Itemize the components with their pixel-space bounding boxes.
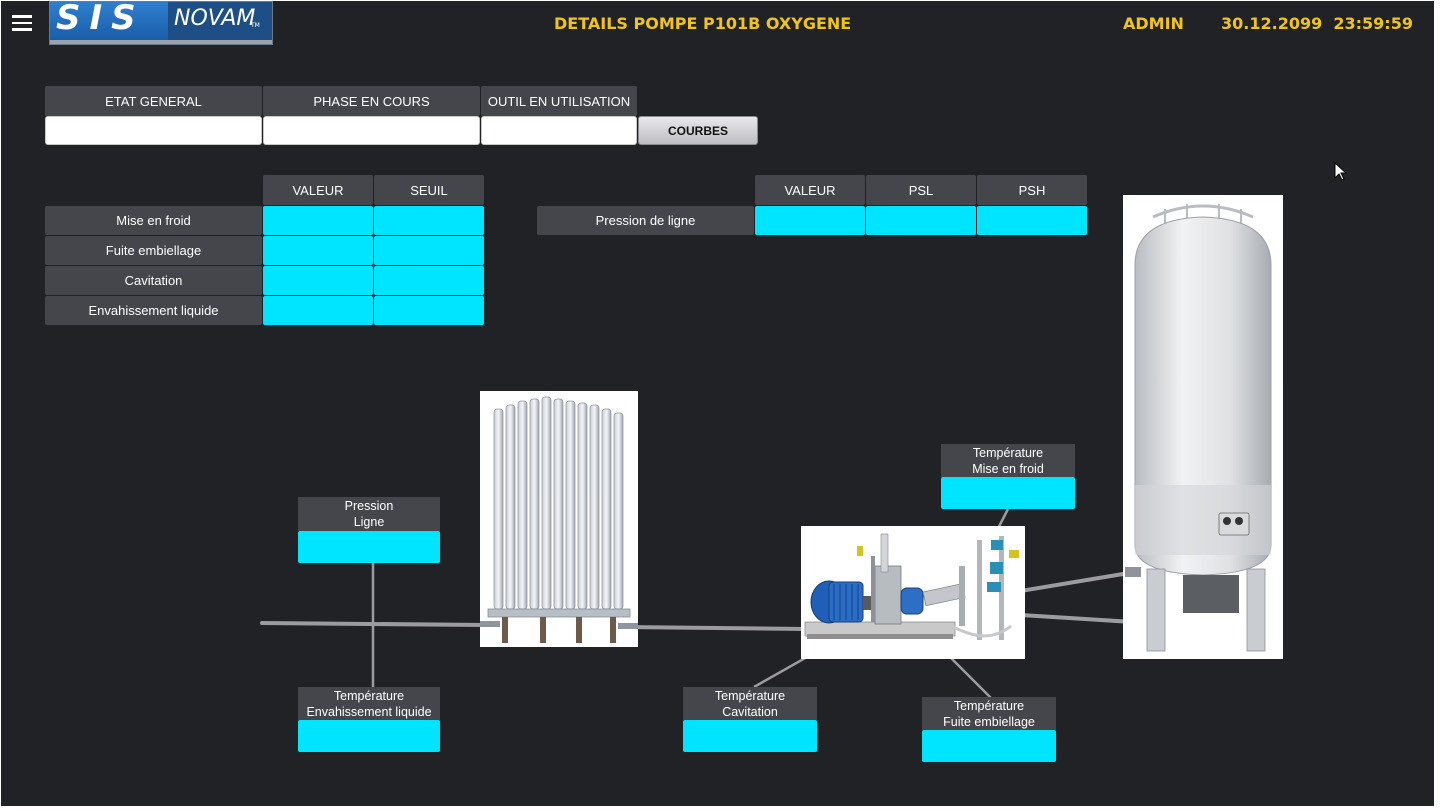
sensor-title-line2: Fuite embiellage (943, 715, 1035, 729)
pression-de-ligne-psh (977, 206, 1087, 235)
datetime: 30.12.2099 23:59:59 (1221, 14, 1413, 33)
row-label-fuite-embiellage: Fuite embiellage (45, 236, 262, 265)
cryogenic-tank-image (1123, 195, 1283, 659)
sensor-title-line1: Température (333, 689, 405, 703)
cavitation-valeur (263, 266, 373, 295)
mouse-cursor-icon (1334, 162, 1348, 181)
courbes-button[interactable]: COURBES (638, 116, 758, 145)
row-label-envahissement-liquide: Envahissement liquide (45, 296, 262, 325)
sensor-value-temp-cavitation (683, 720, 817, 752)
envahissement-liquide-valeur (263, 296, 373, 325)
mise-en-froid-valeur (263, 206, 373, 235)
sensor-title-line2: Ligne (353, 515, 385, 529)
phase-en-cours-label: PHASE EN COURS (263, 86, 480, 116)
fuite-embiellage-valeur (263, 236, 373, 265)
sensor-value-temp-envahissement (298, 720, 440, 752)
logo-text-novam: NOVAM (174, 6, 256, 31)
sensor-title-temp-fuite-embiellage: Température Fuite embiellage (922, 697, 1056, 730)
col-header-psh: PSH (977, 175, 1087, 205)
mise-en-froid-seuil (374, 206, 484, 235)
col-header-psl: PSL (866, 175, 976, 205)
cavitation-seuil (374, 266, 484, 295)
logo-text-sis: SIS (56, 1, 145, 38)
sensor-value-pression-ligne (298, 531, 440, 563)
sensor-title-line2: Cavitation (722, 705, 778, 719)
sisnovam-logo: SIS NOVAM TM (49, 1, 273, 45)
col-header-seuil: SEUIL (374, 175, 484, 205)
outil-field (481, 116, 637, 145)
user-name: ADMIN (1123, 14, 1184, 33)
sensor-title-line1: Température (972, 446, 1044, 460)
etat-general-label: ETAT GENERAL (45, 86, 262, 116)
row-label-pression-de-ligne: Pression de ligne (537, 206, 754, 235)
sensor-title-temp-mise-en-froid: Température Mise en froid (941, 444, 1075, 477)
sensor-title-line2: Envahissement liquide (306, 705, 432, 719)
envahissement-liquide-seuil (374, 296, 484, 325)
row-label-mise-en-froid: Mise en froid (45, 206, 262, 235)
fuite-embiellage-seuil (374, 236, 484, 265)
row-label-cavitation: Cavitation (45, 266, 262, 295)
col-header-valeur-pression: VALEUR (755, 175, 865, 205)
pression-de-ligne-psl (866, 206, 976, 235)
pump-skid-image (801, 526, 1025, 659)
sensor-title-temp-envahissement: Température Envahissement liquide (298, 687, 440, 720)
sensor-title-pression-ligne: Pression Ligne (298, 497, 440, 531)
sensor-value-temp-fuite-embiellage (922, 730, 1056, 762)
etat-general-field (45, 116, 262, 145)
sensor-title-temp-cavitation: Température Cavitation (683, 687, 817, 720)
sensor-title-line2: Mise en froid (972, 462, 1044, 476)
sensor-title-line1: Pression (344, 499, 394, 513)
hamburger-menu-icon[interactable] (12, 15, 32, 31)
sensor-value-temp-mise-en-froid (941, 477, 1075, 509)
phase-en-cours-field (263, 116, 480, 145)
page-title: DETAILS POMPE P101B OXYGENE (554, 14, 852, 33)
col-header-valeur: VALEUR (263, 175, 373, 205)
pression-de-ligne-valeur (755, 206, 865, 235)
sensor-title-line1: Température (953, 699, 1025, 713)
heat-exchanger-image (480, 391, 638, 647)
sensor-title-line1: Température (714, 689, 786, 703)
outil-label: OUTIL EN UTILISATION (481, 86, 637, 116)
logo-tm: TM (251, 22, 260, 29)
